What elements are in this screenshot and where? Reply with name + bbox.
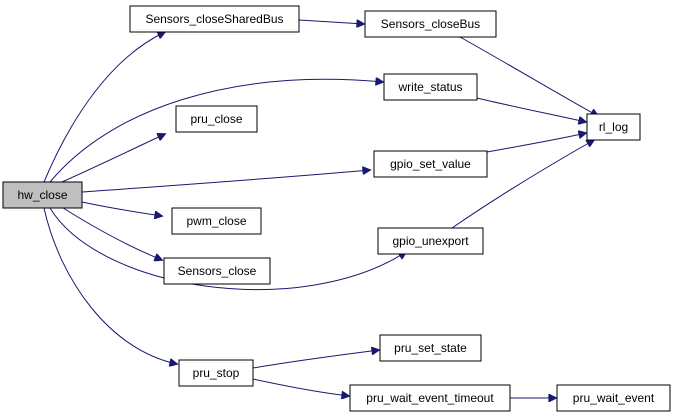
edge-gpio-set-value-to-rl-log bbox=[486, 133, 586, 153]
node-pru-close[interactable]: pru_close bbox=[175, 105, 258, 133]
edge-hw-close-to-pru-stop bbox=[43, 207, 177, 364]
node-pru-wait-event-timeout[interactable]: pru_wait_event_timeout bbox=[349, 384, 511, 412]
node-label-write-status: write_status bbox=[397, 80, 462, 94]
edge-hw-close-to-pwm-close bbox=[81, 201, 162, 216]
node-label-pwm-close: pwm_close bbox=[186, 214, 246, 228]
node-gpio-unexport[interactable]: gpio_unexport bbox=[377, 227, 484, 255]
edge-hw-close-to-sensors-closesharedbus bbox=[43, 32, 165, 183]
edge-sensors-closesharedbus-to-sensors-closebus bbox=[298, 19, 364, 24]
node-pru-stop[interactable]: pru_stop bbox=[178, 359, 254, 387]
node-label-rl-log: rl_log bbox=[599, 120, 628, 134]
node-label-sensors-closesharedbus: Sensors_closeSharedBus bbox=[145, 12, 283, 26]
edge-hw-close-to-sensors-close bbox=[59, 205, 162, 260]
node-sensors-closebus[interactable]: Sensors_closeBus bbox=[364, 10, 497, 38]
edges bbox=[43, 19, 598, 398]
node-label-pru-set-state: pru_set_state bbox=[394, 341, 467, 355]
edge-pru-stop-to-pru-wait-event-timeout bbox=[252, 378, 349, 396]
node-hw-close[interactable]: hw_close bbox=[2, 181, 83, 209]
edge-sensors-closebus-to-rl-log bbox=[459, 36, 598, 116]
node-label-sensors-closebus: Sensors_closeBus bbox=[381, 17, 480, 31]
node-label-pru-wait-event-timeout: pru_wait_event_timeout bbox=[366, 391, 494, 405]
node-label-sensors-close: Sensors_close bbox=[178, 264, 257, 278]
node-pru-wait-event[interactable]: pru_wait_event bbox=[556, 384, 671, 412]
edge-pru-stop-to-pru-set-state bbox=[252, 350, 379, 369]
nodes: hw_close Sensors_closeSharedBus Sensors_… bbox=[2, 5, 671, 412]
node-label-pru-stop: pru_stop bbox=[193, 366, 240, 380]
node-rl-log[interactable]: rl_log bbox=[586, 113, 641, 141]
edge-write-status-to-rl-log bbox=[476, 97, 586, 122]
node-label-pru-wait-event: pru_wait_event bbox=[573, 391, 655, 405]
node-label-gpio-unexport: gpio_unexport bbox=[392, 234, 469, 248]
edge-hw-close-to-gpio-unexport bbox=[49, 207, 406, 291]
edge-hw-close-to-write-status bbox=[49, 79, 383, 183]
node-label-gpio-set-value: gpio_set_value bbox=[390, 157, 471, 171]
node-write-status[interactable]: write_status bbox=[383, 73, 478, 101]
node-pru-set-state[interactable]: pru_set_state bbox=[379, 334, 482, 362]
node-label-pru-close: pru_close bbox=[190, 112, 242, 126]
node-label-hw-close: hw_close bbox=[17, 188, 67, 202]
node-sensors-close[interactable]: Sensors_close bbox=[163, 257, 271, 285]
node-sensors-closesharedbus[interactable]: Sensors_closeSharedBus bbox=[129, 5, 300, 33]
node-pwm-close[interactable]: pwm_close bbox=[171, 207, 262, 235]
edge-hw-close-to-gpio-set-value bbox=[81, 170, 370, 193]
node-gpio-set-value[interactable]: gpio_set_value bbox=[373, 150, 488, 178]
edge-gpio-unexport-to-rl-log bbox=[451, 140, 594, 229]
edge-hw-close-to-pru-close bbox=[61, 134, 165, 183]
